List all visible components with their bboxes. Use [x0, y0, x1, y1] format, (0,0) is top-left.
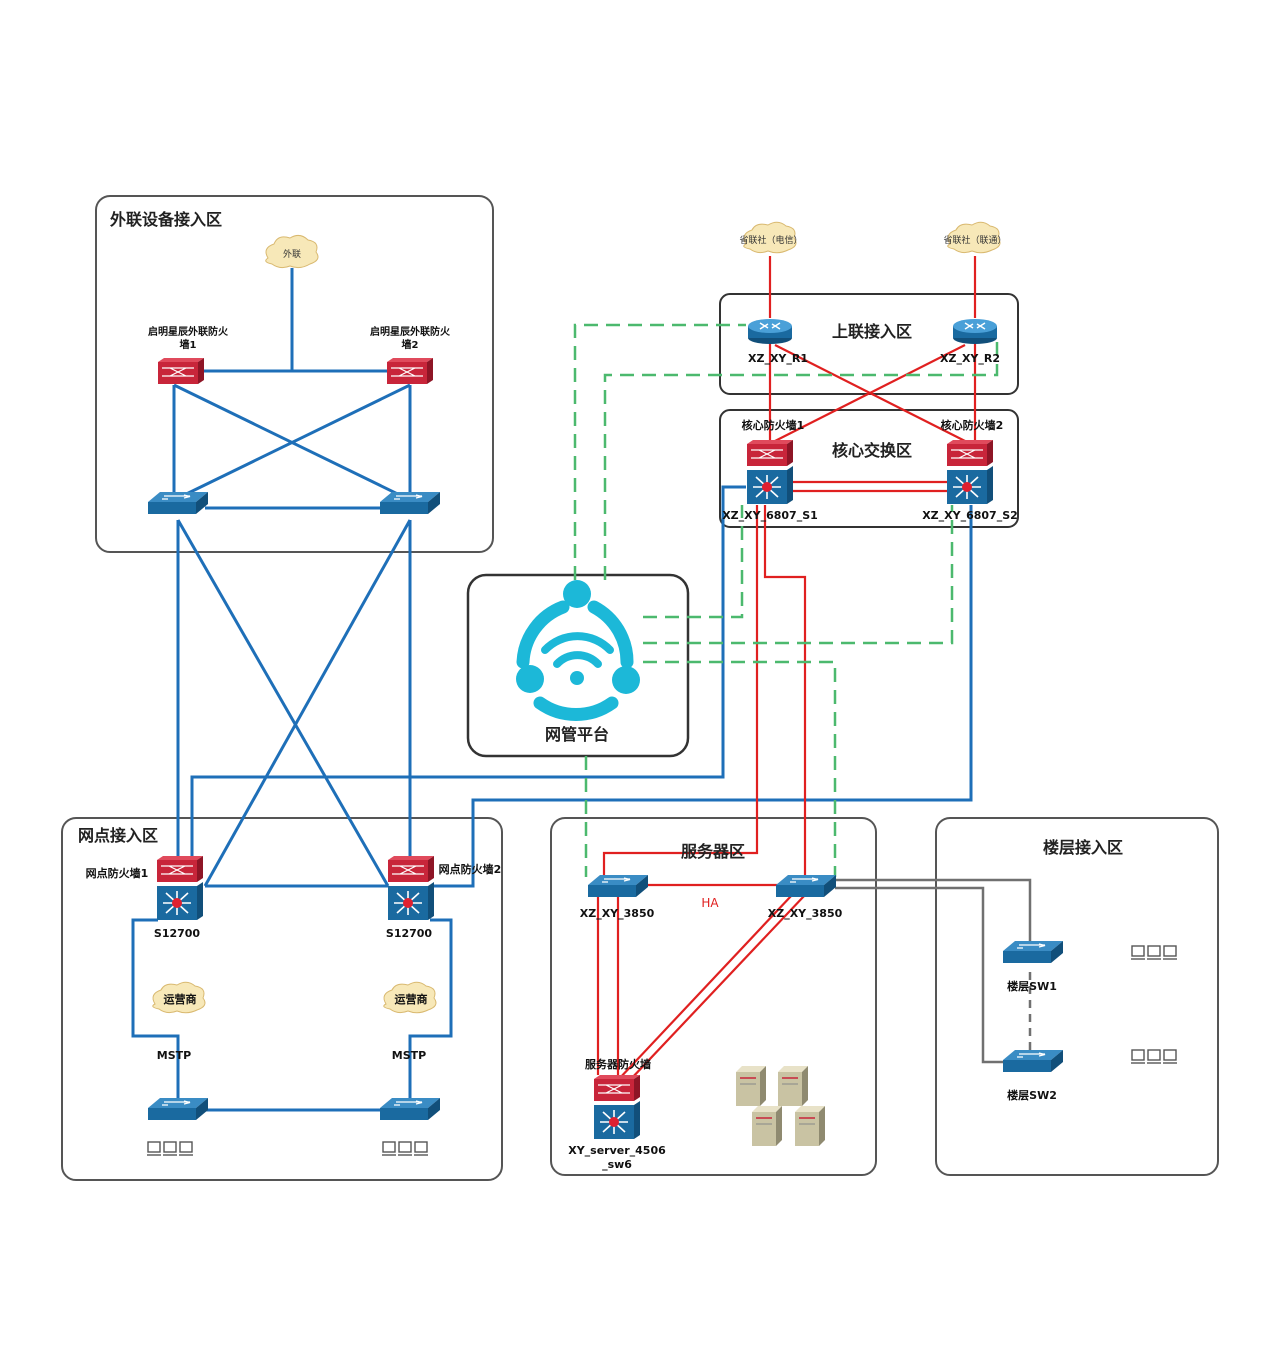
external-switch-2-icon — [379, 491, 441, 515]
cloud-external: 外联 — [265, 234, 319, 269]
red-links — [596, 256, 977, 1081]
server-3850-1-icon — [587, 874, 649, 898]
core-firewall-1-icon — [746, 439, 794, 467]
branch-switch-2-icon — [387, 881, 435, 921]
cloud-isp2: 运营商 — [383, 981, 437, 1014]
zone-core-title: 核心交换区 — [832, 441, 912, 460]
branch-access-switch-1-icon — [147, 1097, 209, 1121]
zone-uplink-title: 上联接入区 — [832, 322, 912, 341]
external-firewall-1-icon — [157, 357, 205, 385]
zone-mgmt — [466, 573, 690, 758]
router-r2-label: XZ_XY_R2 — [940, 352, 1000, 365]
cloud-telecom-label: 省联社（电信） — [739, 234, 802, 246]
branch-pcs-2-icon — [381, 1141, 429, 1156]
external-switch-1-icon — [147, 491, 209, 515]
mgmt-links — [573, 323, 999, 877]
zone-external — [95, 195, 494, 553]
server-3850-2-icon — [775, 874, 837, 898]
core-firewall-2-label: 核心防火墙2 — [941, 418, 1004, 432]
cloud-isp2-label: 运营商 — [395, 992, 428, 1006]
core-firewall-1-label: 核心防火墙1 — [742, 418, 805, 432]
cloud-isp1: 运营商 — [152, 981, 206, 1014]
zone-core — [719, 409, 1019, 528]
external-firewall-2-label-line1: 启明星辰外联防火 — [370, 325, 451, 338]
core-firewall-2-icon — [946, 439, 994, 467]
router-r1-icon — [747, 318, 793, 345]
zone-floor-title: 楼层接入区 — [1043, 838, 1123, 857]
branch-firewall-2-icon — [387, 855, 435, 883]
cloud-isp1-label: 运营商 — [164, 992, 197, 1006]
cloud-unicom: 省联社（联通） — [943, 221, 1007, 254]
floor-switch-1-label: 楼层SW1 — [1007, 979, 1057, 993]
cloud-external-label: 外联 — [283, 248, 301, 260]
ha-label: HA — [701, 896, 719, 910]
server-firewall-label: 服务器防火墙 — [585, 1057, 651, 1071]
cloud-telecom: 省联社（电信） — [739, 221, 803, 254]
zone-floor — [935, 817, 1219, 1176]
branch-firewall-1-label: 网点防火墙1 — [86, 866, 149, 880]
server-rack-4-icon — [794, 1105, 826, 1147]
mstp-1-label: MSTP — [157, 1049, 191, 1062]
server-firewall-icon — [593, 1074, 641, 1102]
core-switch-s1-label: XZ_XY_6807_S1 — [722, 509, 818, 522]
zone-branch — [61, 817, 503, 1181]
server-rack-3-icon — [751, 1105, 783, 1147]
core-switch-s1-icon — [746, 465, 794, 505]
server-switch-label-line1: XY_server_4506 — [568, 1144, 666, 1157]
router-r2-icon — [952, 318, 998, 345]
branch-firewall-2-label: 网点防火墙2 — [439, 862, 502, 876]
floor-switch-2-icon — [1002, 1049, 1064, 1073]
zone-server-title: 服务器区 — [681, 842, 745, 861]
external-firewall-1-label-line2: 墙1 — [180, 338, 197, 351]
mgmt-platform-icon — [516, 580, 640, 722]
server-3850-2-label: XZ_XY_3850 — [768, 907, 843, 920]
external-firewall-1-label-line1: 启明星辰外联防火 — [148, 325, 229, 338]
zone-server — [550, 817, 877, 1176]
zone-mgmt-title: 网管平台 — [545, 725, 609, 744]
zone-uplink — [719, 293, 1019, 395]
external-firewall-2-icon — [386, 357, 434, 385]
branch-firewall-1-icon — [156, 855, 204, 883]
zone-external-title: 外联设备接入区 — [109, 210, 222, 229]
floor-switch-2-label: 楼层SW2 — [1007, 1088, 1057, 1102]
core-switch-s2-label: XZ_XY_6807_S2 — [922, 509, 1018, 522]
zone-branch-title: 网点接入区 — [78, 826, 158, 845]
core-switch-s2-icon — [946, 465, 994, 505]
server-switch-label-line2: _sw6 — [602, 1158, 632, 1171]
floor-pcs-1-icon — [1130, 945, 1178, 960]
server-core-switch-icon — [593, 1100, 641, 1140]
server-rack-1-icon — [735, 1065, 767, 1107]
cloud-unicom-label: 省联社（联通） — [943, 234, 1006, 246]
blue-links — [131, 268, 973, 1112]
router-r1-label: XZ_XY_R1 — [748, 352, 808, 365]
server-rack-2-icon — [777, 1065, 809, 1107]
gray-links — [835, 878, 1032, 1064]
branch-switch-2-label: S12700 — [386, 927, 433, 940]
branch-pcs-1-icon — [146, 1141, 194, 1156]
branch-access-switch-2-icon — [379, 1097, 441, 1121]
branch-switch-1-label: S12700 — [154, 927, 201, 940]
branch-switch-1-icon — [156, 881, 204, 921]
floor-pcs-2-icon — [1130, 1049, 1178, 1064]
floor-switch-1-icon — [1002, 940, 1064, 964]
mstp-2-label: MSTP — [392, 1049, 426, 1062]
server-3850-1-label: XZ_XY_3850 — [580, 907, 655, 920]
external-firewall-2-label-line2: 墙2 — [402, 338, 419, 351]
